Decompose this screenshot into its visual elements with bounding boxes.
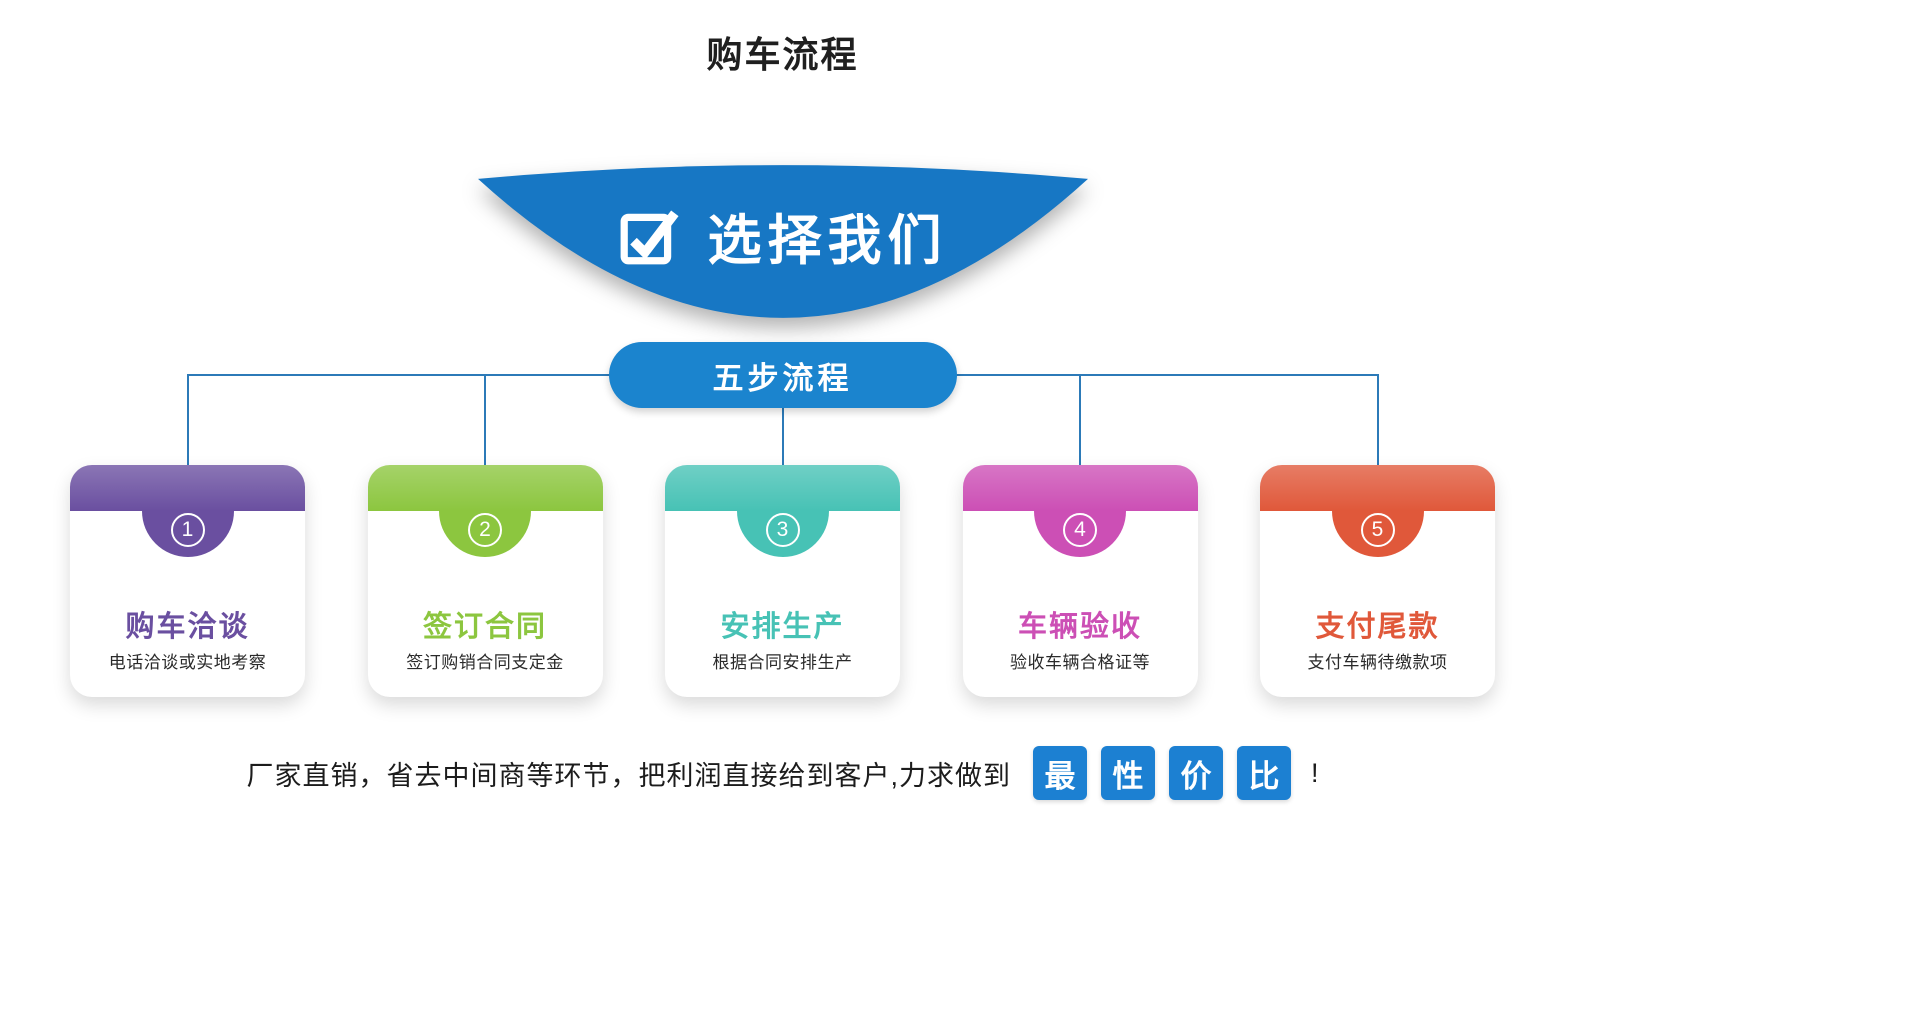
step-title: 购车洽谈 bbox=[125, 611, 250, 643]
step-description: 电话洽谈或实地考察 bbox=[108, 653, 267, 672]
checkbox-check-icon bbox=[620, 209, 679, 264]
banner-bowl-shape bbox=[477, 165, 1088, 318]
step-card-header: 1 bbox=[70, 465, 305, 557]
step-card-header: 3 bbox=[665, 465, 900, 557]
step-card-5: 5 支付尾款 支付车辆待缴款项 bbox=[1260, 465, 1495, 697]
step-title: 支付尾款 bbox=[1315, 611, 1440, 643]
step-card-header: 4 bbox=[962, 465, 1198, 557]
connector-vertical-line-2 bbox=[484, 375, 486, 466]
banner-inner: 选择我们 bbox=[478, 196, 1088, 275]
step-number-bump: 2 bbox=[439, 510, 531, 557]
footer-slogan: 厂家直销，省去中间商等环节，把利润直接给到客户,力求做到 最 性 价 比 ! bbox=[70, 746, 1495, 800]
step-number-bump: 4 bbox=[1034, 510, 1126, 557]
step-description: 根据合同安排生产 bbox=[712, 653, 853, 672]
five-step-pill: 五步流程 bbox=[608, 342, 957, 408]
footer-suffix: ! bbox=[1311, 757, 1319, 788]
diagram-content: 购车流程 选择我们 五步流程 bbox=[70, 0, 1495, 1029]
step-title: 签订合同 bbox=[422, 611, 547, 643]
step-number-badge: 1 bbox=[170, 513, 205, 547]
highlight-box-2: 性 bbox=[1101, 746, 1155, 800]
connector-vertical-line-4 bbox=[1079, 375, 1081, 466]
step-description: 验收车辆合格证等 bbox=[1010, 653, 1150, 672]
connector-vertical-line-1 bbox=[187, 375, 189, 466]
step-title: 安排生产 bbox=[720, 611, 845, 643]
connector-vertical-line-5 bbox=[1377, 375, 1379, 466]
step-number-badge: 5 bbox=[1360, 513, 1395, 547]
step-card-header: 2 bbox=[367, 465, 603, 557]
footer-text: 厂家直销，省去中间商等环节，把利润直接给到客户,力求做到 bbox=[246, 760, 1011, 791]
page-title: 购车流程 bbox=[706, 34, 859, 75]
highlight-box-3: 价 bbox=[1169, 746, 1223, 800]
highlight-box-1: 最 bbox=[1033, 746, 1087, 800]
step-number-badge: 3 bbox=[765, 513, 800, 547]
choose-us-banner: 选择我们 bbox=[477, 162, 1088, 320]
step-title: 车辆验收 bbox=[1017, 611, 1142, 643]
step-number-bump: 3 bbox=[736, 510, 829, 557]
step-description: 签订购销合同支定金 bbox=[406, 653, 564, 672]
step-card-header: 5 bbox=[1260, 465, 1495, 557]
step-card-3: 3 安排生产 根据合同安排生产 bbox=[665, 465, 900, 697]
step-card-1: 1 购车洽谈 电话洽谈或实地考察 bbox=[70, 465, 305, 697]
step-cards-row: 1 购车洽谈 电话洽谈或实地考察 2 签订合同 签订购销合同支定金 bbox=[70, 465, 1495, 697]
step-card-4: 4 车辆验收 验收车辆合格证等 bbox=[962, 465, 1198, 697]
connector-vertical-line-3 bbox=[782, 375, 784, 466]
step-card-2: 2 签订合同 签订购销合同支定金 bbox=[367, 465, 603, 697]
banner-label: 选择我们 bbox=[707, 211, 948, 271]
pill-label: 五步流程 bbox=[712, 360, 853, 396]
highlight-box-4: 比 bbox=[1237, 746, 1291, 800]
step-number-badge: 2 bbox=[468, 513, 502, 547]
step-description: 支付车辆待缴款项 bbox=[1307, 653, 1448, 672]
step-number-badge: 4 bbox=[1063, 513, 1097, 547]
step-number-bump: 5 bbox=[1331, 510, 1424, 557]
step-number-bump: 1 bbox=[141, 510, 234, 557]
